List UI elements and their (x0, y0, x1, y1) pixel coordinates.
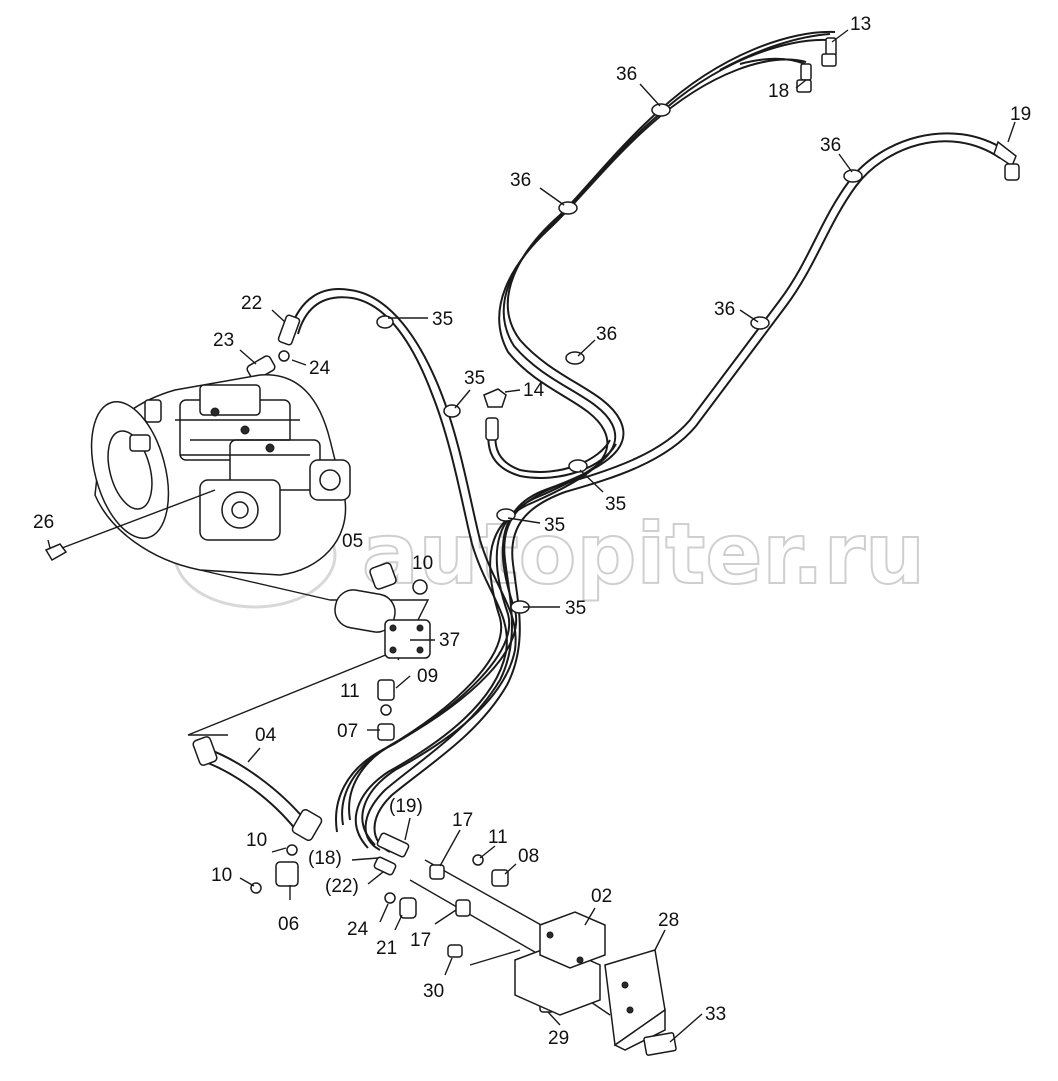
label-36: 36 (510, 170, 531, 191)
label-35: 35 (605, 494, 626, 515)
label-leaders (47, 29, 1016, 1043)
label-02: 02 (591, 886, 612, 907)
lower-fittings (250, 832, 555, 1013)
end-fittings (44, 37, 1020, 562)
label-10: 10 (211, 865, 232, 886)
label-35: 35 (544, 515, 565, 536)
label-11: 11 (340, 681, 360, 702)
label-33: 33 (705, 1004, 726, 1025)
label-23: 23 (213, 330, 234, 351)
label-14: 14 (523, 380, 545, 401)
part-labels: 13 18 36 19 36 36 22 35 36 36 23 24 35 1… (33, 14, 1031, 1049)
watermark: autopiter.ru (173, 501, 926, 609)
label-19-ref: (19) (389, 796, 423, 817)
label-04: 04 (255, 725, 277, 746)
label-07: 07 (337, 721, 358, 742)
hose-14 (483, 388, 617, 479)
label-26: 26 (33, 512, 54, 533)
label-18: 18 (768, 81, 789, 102)
label-36: 36 (820, 135, 841, 156)
label-28: 28 (658, 910, 679, 931)
label-35: 35 (464, 368, 485, 389)
watermark-text: autopiter.ru (362, 505, 925, 603)
leader-lines (61, 489, 611, 1016)
label-35: 35 (432, 309, 453, 330)
label-37: 37 (439, 630, 460, 651)
label-06: 06 (278, 914, 299, 935)
label-11: 11 (488, 827, 508, 848)
label-36: 36 (714, 299, 735, 320)
valve-02-bracket (514, 911, 677, 1056)
label-24: 24 (347, 919, 369, 940)
upper-hose-bundle (335, 30, 836, 833)
label-36: 36 (596, 324, 617, 345)
clamps (376, 103, 863, 614)
label-10: 10 (412, 553, 433, 574)
label-29: 29 (548, 1028, 569, 1049)
label-17: 17 (452, 810, 473, 831)
label-22: 22 (241, 293, 262, 314)
label-21: 21 (376, 938, 397, 959)
label-08: 08 (518, 846, 539, 867)
label-24: 24 (309, 358, 331, 379)
pump-assembly (90, 374, 351, 576)
label-05: 05 (342, 531, 363, 552)
label-35: 35 (565, 598, 586, 619)
hose-to-19 (364, 132, 1006, 853)
label-30: 30 (423, 981, 444, 1002)
label-13: 13 (850, 14, 871, 35)
label-22-ref: (22) (325, 876, 359, 897)
label-18-ref: (18) (308, 848, 342, 869)
label-36: 36 (616, 64, 637, 85)
label-19: 19 (1010, 104, 1031, 125)
label-09: 09 (417, 666, 438, 687)
hose-04 (192, 736, 323, 842)
valve-37-group (334, 562, 431, 741)
hose-from-22 (289, 288, 517, 849)
label-17: 17 (410, 930, 431, 951)
label-10: 10 (246, 830, 267, 851)
